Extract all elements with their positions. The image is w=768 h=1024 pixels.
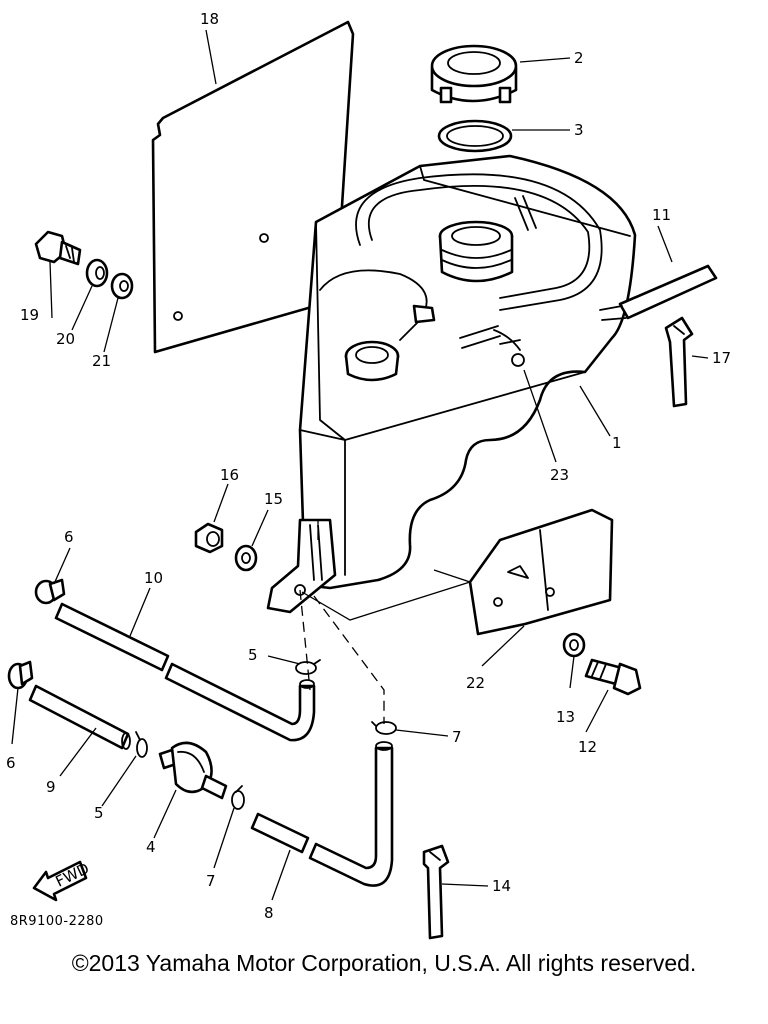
part-16-nut — [194, 522, 224, 554]
callout-6-lower: 6 — [6, 754, 16, 772]
part-10-fuel-pipe — [54, 602, 316, 742]
callout-9: 9 — [46, 778, 56, 796]
callout-5-upper: 5 — [248, 646, 258, 664]
part-22-bracket — [468, 508, 614, 636]
part-17-hose-band — [664, 316, 694, 408]
part-1-fuel-tank — [266, 154, 637, 614]
callout-2: 2 — [574, 49, 584, 67]
copyright-notice: ©2013 Yamaha Motor Corporation, U.S.A. A… — [71, 950, 697, 976]
part-5-clip-upper — [295, 659, 321, 675]
part-13-washer — [562, 632, 586, 658]
fwd-arrow-icon: FWD — [32, 859, 92, 902]
part-15-washer — [234, 544, 258, 572]
part-5-clip-lower — [135, 731, 148, 758]
part-8-fuel-pipe — [250, 741, 394, 887]
callout-16: 16 — [220, 466, 239, 484]
callout-3: 3 — [574, 121, 584, 139]
callout-leaders — [11, 29, 709, 901]
part-14-hose-band — [422, 844, 450, 940]
part-9-fuel-pipe — [28, 684, 131, 750]
callout-19: 19 — [20, 306, 39, 324]
callout-22: 22 — [466, 674, 485, 692]
callout-21: 21 — [92, 352, 111, 370]
assembly-lines — [299, 520, 471, 724]
part-4-fuel-filter — [158, 741, 228, 800]
drawing-code: 8R9100-2280 — [10, 914, 104, 929]
part-2-fuel-cap — [430, 44, 518, 104]
part-19-bolt — [34, 230, 82, 266]
part-21-washer — [110, 272, 134, 300]
callout-17: 17 — [712, 349, 731, 367]
callout-23: 23 — [550, 466, 569, 484]
callout-13: 13 — [556, 708, 575, 726]
callout-7-upper: 7 — [452, 728, 462, 746]
callout-11: 11 — [652, 206, 671, 224]
part-6-clamp-upper — [34, 578, 66, 605]
callout-15: 15 — [264, 490, 283, 508]
callout-labels: 18 2 3 11 17 1 23 19 20 21 16 15 6 10 5 … — [6, 10, 731, 922]
part-6-clamp-lower — [7, 660, 34, 690]
part-20-washer — [85, 258, 109, 288]
callout-20: 20 — [56, 330, 75, 348]
callout-14: 14 — [492, 877, 511, 895]
part-7-clip-lower — [231, 785, 245, 810]
callout-7-lower: 7 — [206, 872, 216, 890]
callout-5-lower: 5 — [94, 804, 104, 822]
callout-10: 10 — [144, 569, 163, 587]
part-12-bolt — [584, 658, 642, 696]
part-11-vent-hose — [599, 264, 718, 321]
callout-12: 12 — [578, 738, 597, 756]
callout-8: 8 — [264, 904, 274, 922]
part-3-gasket — [437, 119, 513, 153]
callout-18: 18 — [200, 10, 219, 28]
callout-1: 1 — [612, 434, 622, 452]
part-18-side-cover — [151, 20, 355, 354]
callout-6-upper: 6 — [64, 528, 74, 546]
part-7-clip-upper — [371, 721, 397, 735]
callout-4: 4 — [146, 838, 156, 856]
